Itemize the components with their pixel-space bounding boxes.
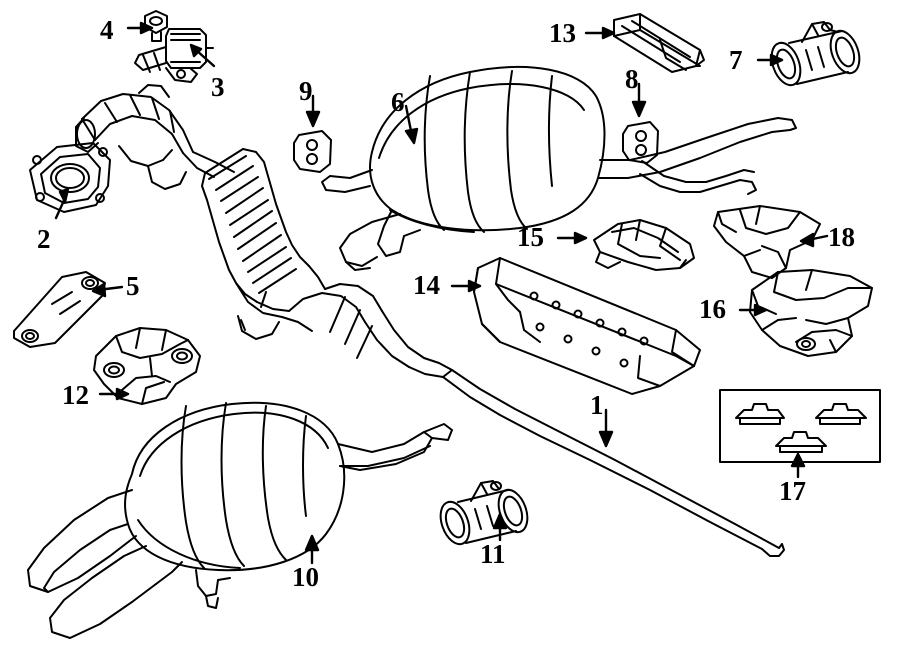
callout-14: 14 bbox=[413, 270, 440, 300]
callout-1: 1 bbox=[590, 390, 604, 420]
part-heat-shield-right bbox=[713, 205, 821, 279]
callout-16: 16 bbox=[699, 294, 726, 324]
part-exhaust-clamp-2 bbox=[439, 480, 529, 546]
callout-11: 11 bbox=[480, 539, 506, 569]
callout-10: 10 bbox=[292, 562, 319, 592]
part-flex-pipe bbox=[201, 148, 326, 312]
part-oxygen-sensor bbox=[134, 28, 214, 83]
callout-6: 6 bbox=[391, 87, 405, 117]
part-heat-shield-bracket bbox=[13, 271, 106, 348]
part-heat-shield-bracket-2 bbox=[749, 269, 873, 357]
part-exhaust-manifold-gasket bbox=[29, 142, 111, 213]
part-muffler-front bbox=[27, 401, 453, 639]
part-bracket-plate bbox=[622, 121, 659, 164]
callout-7: 7 bbox=[729, 45, 743, 75]
part-front-pipe-hanger bbox=[235, 282, 313, 340]
callout-2: 2 bbox=[37, 224, 51, 254]
callout-leader-lines bbox=[54, 21, 829, 565]
part-gasket-plate bbox=[293, 130, 332, 173]
part-catalytic-converter bbox=[288, 283, 785, 557]
part-bracket-assembly bbox=[93, 327, 201, 405]
part-hardware-kit-box bbox=[719, 389, 881, 463]
part-bracket-small bbox=[593, 219, 695, 271]
callout-8: 8 bbox=[625, 64, 639, 94]
callout-12: 12 bbox=[62, 380, 89, 410]
callout-9: 9 bbox=[299, 76, 313, 106]
callout-5: 5 bbox=[126, 271, 140, 301]
callout-17: 17 bbox=[779, 476, 806, 506]
part-exhaust-manifold bbox=[75, 84, 235, 190]
part-muffler-rear bbox=[321, 66, 797, 271]
callout-15: 15 bbox=[517, 222, 544, 252]
callout-4: 4 bbox=[100, 15, 114, 45]
part-exhaust-clamp bbox=[770, 21, 861, 87]
part-heat-shield-upper bbox=[613, 13, 705, 73]
callout-3: 3 bbox=[211, 72, 225, 102]
callout-13: 13 bbox=[549, 18, 576, 48]
callout-18: 18 bbox=[828, 222, 855, 252]
part-heat-shield-center bbox=[473, 257, 701, 395]
